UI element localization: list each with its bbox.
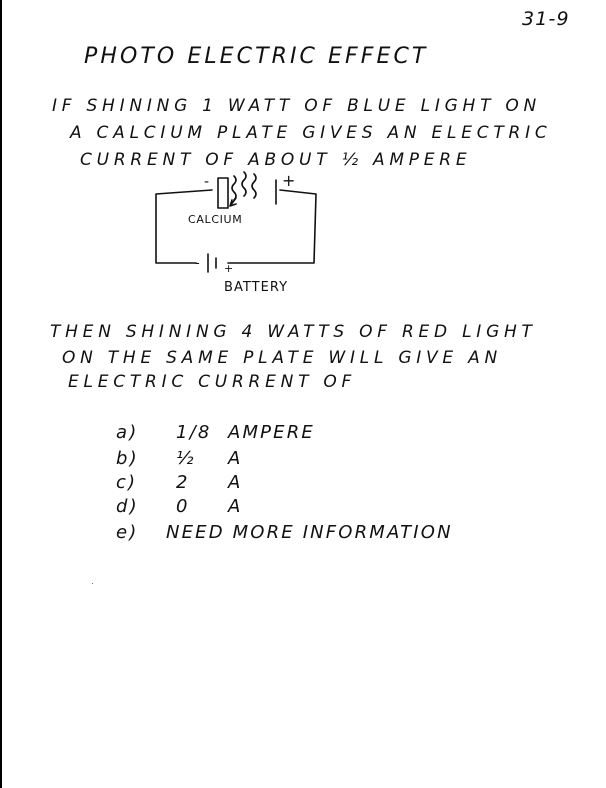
page-title: PHOTO ELECTRIC EFFECT (84, 44, 429, 69)
choice-d-value: 0 (176, 496, 190, 517)
light-ray-2 (241, 171, 247, 197)
choice-d-unit: A (228, 496, 243, 517)
choice-a-key: a) (116, 422, 139, 443)
circuit-wire-right (227, 189, 317, 264)
choice-d-key: d) (116, 496, 139, 517)
question-line-1: IF SHINING 1 WATT OF BLUE LIGHT ON (52, 96, 542, 116)
choice-b: b) ½ A (116, 448, 316, 472)
calcium-plate (217, 177, 229, 209)
light-arrow (229, 197, 237, 207)
question-line-6: ELECTRIC CURRENT OF (68, 372, 357, 392)
choice-a-value: 1/8 (176, 422, 212, 443)
question-line-5: ON THE SAME PLATE WILL GIVE AN (62, 348, 502, 368)
battery-plus-sign: + (224, 262, 234, 275)
choice-c-value: 2 (176, 472, 190, 493)
choice-e: e) NEED MORE INFORMATION (116, 522, 536, 546)
choice-c-unit: A (228, 472, 243, 493)
choice-b-unit: A (228, 448, 243, 469)
question-line-3: CURRENT OF ABOUT ½ AMPERE (80, 150, 472, 170)
question-line-2: A CALCIUM PLATE GIVES AN ELECTRIC (70, 123, 552, 143)
choice-a-unit: AMPERE (228, 422, 315, 443)
stray-mark (92, 583, 93, 584)
choice-c-key: c) (116, 472, 138, 493)
choice-c: c) 2 A (116, 472, 316, 496)
choice-b-value: ½ (176, 448, 196, 469)
battery-minus-sign: - (195, 256, 200, 271)
circuit-wire-left (155, 189, 213, 264)
light-ray-3 (251, 173, 257, 199)
choice-e-key: e) (116, 522, 139, 543)
choice-e-value: NEED MORE INFORMATION (166, 522, 453, 543)
calcium-label: CALCIUM (188, 213, 243, 226)
circuit-diagram (155, 171, 317, 273)
page-number: 31-9 (522, 8, 570, 30)
choice-a: a) 1/8 AMPERE (116, 422, 316, 446)
light-ray-1 (231, 175, 237, 201)
choice-d: d) 0 A (116, 496, 316, 520)
collector-plus-sign: + (282, 171, 296, 190)
page-edge (0, 0, 2, 788)
plate-minus-sign: - (204, 174, 210, 190)
question-line-4: THEN SHINING 4 WATTS OF RED LIGHT (50, 322, 537, 342)
choice-b-key: b) (116, 448, 139, 469)
battery-label: BATTERY (224, 280, 289, 295)
